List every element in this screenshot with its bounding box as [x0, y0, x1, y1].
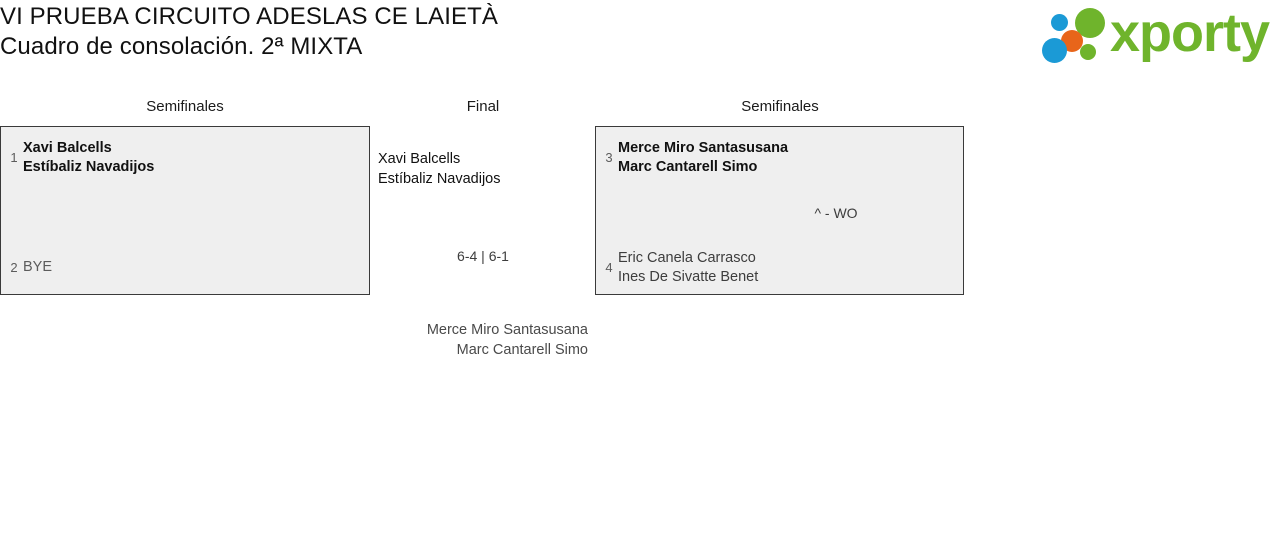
- round-header-final: Final: [466, 98, 500, 115]
- player-names: Eric Canela Carrasco Ines De Sivatte Ben…: [618, 249, 758, 287]
- final-loser-entry[interactable]: Merce Miro Santasusana Marc Cantarell Si…: [378, 321, 588, 360]
- player-name-line2: Ines De Sivatte Benet: [618, 269, 759, 285]
- match-box-semifinal-right[interactable]: 3 Merce Miro Santasusana Marc Cantarell …: [595, 126, 964, 295]
- match-score: ^ - WO: [814, 205, 858, 221]
- match-slot[interactable]: 3 Merce Miro Santasusana Marc Cantarell …: [600, 139, 960, 177]
- player-name-line2: Estíbaliz Navadijos: [23, 159, 155, 175]
- page-header: VI PRUEBA CIRCUITO ADESLAS CE LAIETÀ Cua…: [0, 0, 1280, 80]
- seed-number: 1: [10, 150, 18, 165]
- final-loser-name-line1: Merce Miro Santasusana: [426, 322, 588, 338]
- round-header-semifinals-left: Semifinales: [146, 98, 224, 115]
- seed-number: 3: [605, 150, 613, 165]
- match-slot[interactable]: 1 Xavi Balcells Estíbaliz Navadijos: [5, 139, 365, 177]
- tournament-title: VI PRUEBA CIRCUITO ADESLAS CE LAIETÀ: [0, 3, 498, 30]
- seed-number: 2: [10, 259, 18, 275]
- player-names: BYE: [23, 259, 53, 275]
- match-box-semifinal-left[interactable]: 1 Xavi Balcells Estíbaliz Navadijos 2 BY…: [0, 126, 370, 295]
- final-winner-name-line1: Xavi Balcells: [378, 151, 461, 167]
- final-loser-name-line2: Marc Cantarell Simo: [456, 341, 588, 358]
- logo-dot-green-small-icon: [1080, 44, 1096, 60]
- match-slot[interactable]: 4 Eric Canela Carrasco Ines De Sivatte B…: [600, 249, 960, 287]
- player-name-line2: Marc Cantarell Simo: [618, 159, 758, 175]
- final-score: 6-4 | 6-1: [457, 248, 509, 264]
- seed-number: 4: [605, 260, 613, 275]
- player-name-line1: Xavi Balcells: [23, 140, 112, 156]
- player-name-line1: Eric Canela Carrasco: [618, 250, 756, 266]
- final-winner-name-line2: Estíbaliz Navadijos: [378, 170, 501, 187]
- page-title: VI PRUEBA CIRCUITO ADESLAS CE LAIETÀ Cua…: [0, 2, 780, 62]
- xporty-logo[interactable]: xporty: [1040, 3, 1272, 66]
- tournament-subtitle: Cuadro de consolación. 2ª MIXTA: [0, 33, 363, 60]
- logo-wordmark: xporty: [1110, 3, 1270, 63]
- player-name-line1: Merce Miro Santasusana: [618, 140, 789, 156]
- player-names: Xavi Balcells Estíbaliz Navadijos: [23, 139, 154, 177]
- match-slot[interactable]: 2 BYE: [5, 258, 365, 277]
- logo-dot-blue-large-icon: [1042, 38, 1067, 63]
- final-winner-entry[interactable]: Xavi Balcells Estíbaliz Navadijos: [378, 150, 588, 189]
- logo-dot-blue-small-icon: [1051, 14, 1068, 31]
- player-names: Merce Miro Santasusana Marc Cantarell Si…: [618, 139, 788, 177]
- round-header-semifinals-right: Semifinales: [741, 98, 819, 115]
- logo-dots-icon: [1042, 8, 1112, 66]
